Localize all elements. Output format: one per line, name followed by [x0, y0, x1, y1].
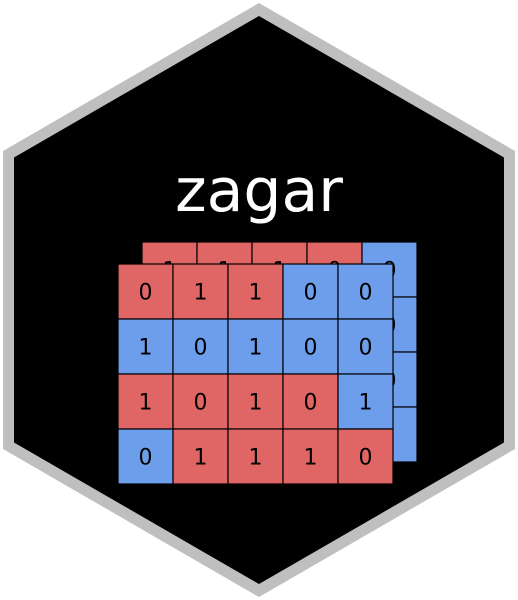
front_layer-cell-value: 1 — [304, 446, 318, 471]
front_layer-cell-value: 0 — [304, 336, 318, 361]
front_layer-cell-value: 1 — [139, 336, 153, 361]
front_layer-cell-value: 1 — [139, 391, 153, 416]
front_layer-cell — [227, 428, 284, 485]
front_layer-cell-value: 0 — [359, 446, 373, 471]
front_layer-cell-value: 1 — [359, 391, 373, 416]
front_layer-cell — [337, 373, 394, 430]
front_layer-cell-value: 1 — [194, 446, 208, 471]
front_layer-cell — [172, 318, 229, 375]
front_layer-cell — [172, 263, 229, 320]
front_layer-cell-value: 1 — [194, 281, 208, 306]
logo-title: zagar — [175, 156, 343, 226]
front_layer-cell — [227, 263, 284, 320]
front_layer-cell — [117, 428, 174, 485]
front_layer-cell-value: 0 — [304, 391, 318, 416]
front_layer-cell-value: 0 — [304, 281, 318, 306]
front_layer-cell — [282, 263, 339, 320]
front_layer-cell-value: 0 — [359, 336, 373, 361]
front_layer-cell — [117, 373, 174, 430]
front_layer-cell-value: 1 — [249, 281, 263, 306]
front_layer-cell-value: 1 — [249, 336, 263, 361]
front_layer-cell — [337, 428, 394, 485]
front_layer-cell-value: 0 — [359, 281, 373, 306]
front_layer-cell — [172, 373, 229, 430]
front_layer-cell — [282, 428, 339, 485]
front_layer-cell — [337, 263, 394, 320]
front_layer-cell-value: 0 — [194, 391, 208, 416]
front_layer-cell-value: 1 — [249, 391, 263, 416]
front_layer-cell-value: 0 — [139, 281, 153, 306]
front_layer-cell-value: 0 — [194, 336, 208, 361]
front_layer-cell — [117, 318, 174, 375]
front_layer-cell-value: 0 — [139, 446, 153, 471]
front-matrix-layer: 0 1 1 0 0 1 0 1 0 0 1 0 1 0 1 0 1 1 1 0 — [117, 263, 394, 485]
front_layer-cell-value: 1 — [249, 446, 263, 471]
